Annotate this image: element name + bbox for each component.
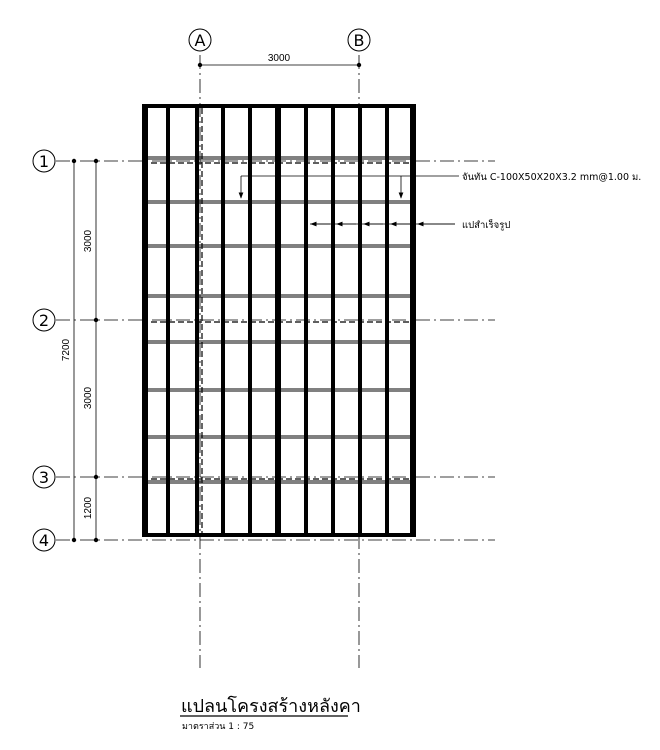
rafter-callout-leader bbox=[238, 175, 459, 199]
grid-bubble-4 bbox=[32, 528, 56, 552]
overall-tick-bottom bbox=[71, 537, 77, 543]
rafter bbox=[195, 104, 199, 537]
drawing-title: แปลนโครงสร้างหลังคา bbox=[181, 695, 361, 717]
dim-row-3-4: 1200 bbox=[83, 496, 94, 519]
dim-tick-2 bbox=[93, 317, 99, 323]
grid-bubble-2 bbox=[32, 308, 56, 332]
dim-tick-3 bbox=[93, 474, 99, 480]
rafter bbox=[142, 104, 148, 537]
grid-bubble-1 bbox=[32, 149, 56, 173]
rafter bbox=[275, 104, 281, 537]
dim-row-1-2: 3000 bbox=[83, 229, 94, 252]
grid-bubble-b bbox=[347, 28, 371, 52]
rafter bbox=[410, 104, 416, 537]
dim-tick-4 bbox=[93, 537, 99, 543]
top-dimension-tick-b bbox=[356, 62, 362, 68]
grid-bubble-2-label: 2 bbox=[39, 311, 49, 330]
dim-tick-1 bbox=[93, 158, 99, 164]
rafter bbox=[221, 104, 225, 537]
column-bubbles: A B bbox=[188, 28, 371, 52]
overall-tick-top bbox=[71, 158, 77, 164]
dim-between-columns: 3000 bbox=[268, 53, 291, 64]
top-dimension-tick-a bbox=[197, 62, 203, 68]
grid-bubble-3-label: 3 bbox=[39, 468, 49, 487]
rafter bbox=[385, 104, 389, 537]
rafter bbox=[331, 104, 335, 537]
batten-note: แปสำเร็จรูป bbox=[462, 218, 510, 231]
grid-bubble-1-label: 1 bbox=[39, 152, 49, 171]
rafter bbox=[166, 104, 170, 537]
drawing-scale: มาตราส่วน 1 : 75 bbox=[182, 722, 254, 732]
grid-bubble-a-label: A bbox=[195, 31, 206, 50]
grid-bubble-b-label: B bbox=[354, 31, 365, 50]
top-dimension bbox=[197, 62, 362, 68]
rafter bbox=[248, 104, 252, 537]
dim-overall: 7200 bbox=[61, 338, 72, 361]
left-dimensions bbox=[71, 158, 99, 543]
dim-row-2-3: 3000 bbox=[83, 386, 94, 409]
roof-framing bbox=[142, 104, 416, 537]
grid-bubble-3 bbox=[32, 465, 56, 489]
grid-bubble-a bbox=[188, 28, 212, 52]
rafters bbox=[142, 104, 416, 537]
row-bubbles: 1 2 3 4 bbox=[32, 149, 56, 552]
rafter-note: จันทัน C-100X50X20X3.2 mm@1.00 ม. bbox=[462, 172, 641, 183]
grid-bubble-4-label: 4 bbox=[39, 531, 49, 550]
rafter bbox=[358, 104, 362, 537]
rafter bbox=[304, 104, 308, 537]
